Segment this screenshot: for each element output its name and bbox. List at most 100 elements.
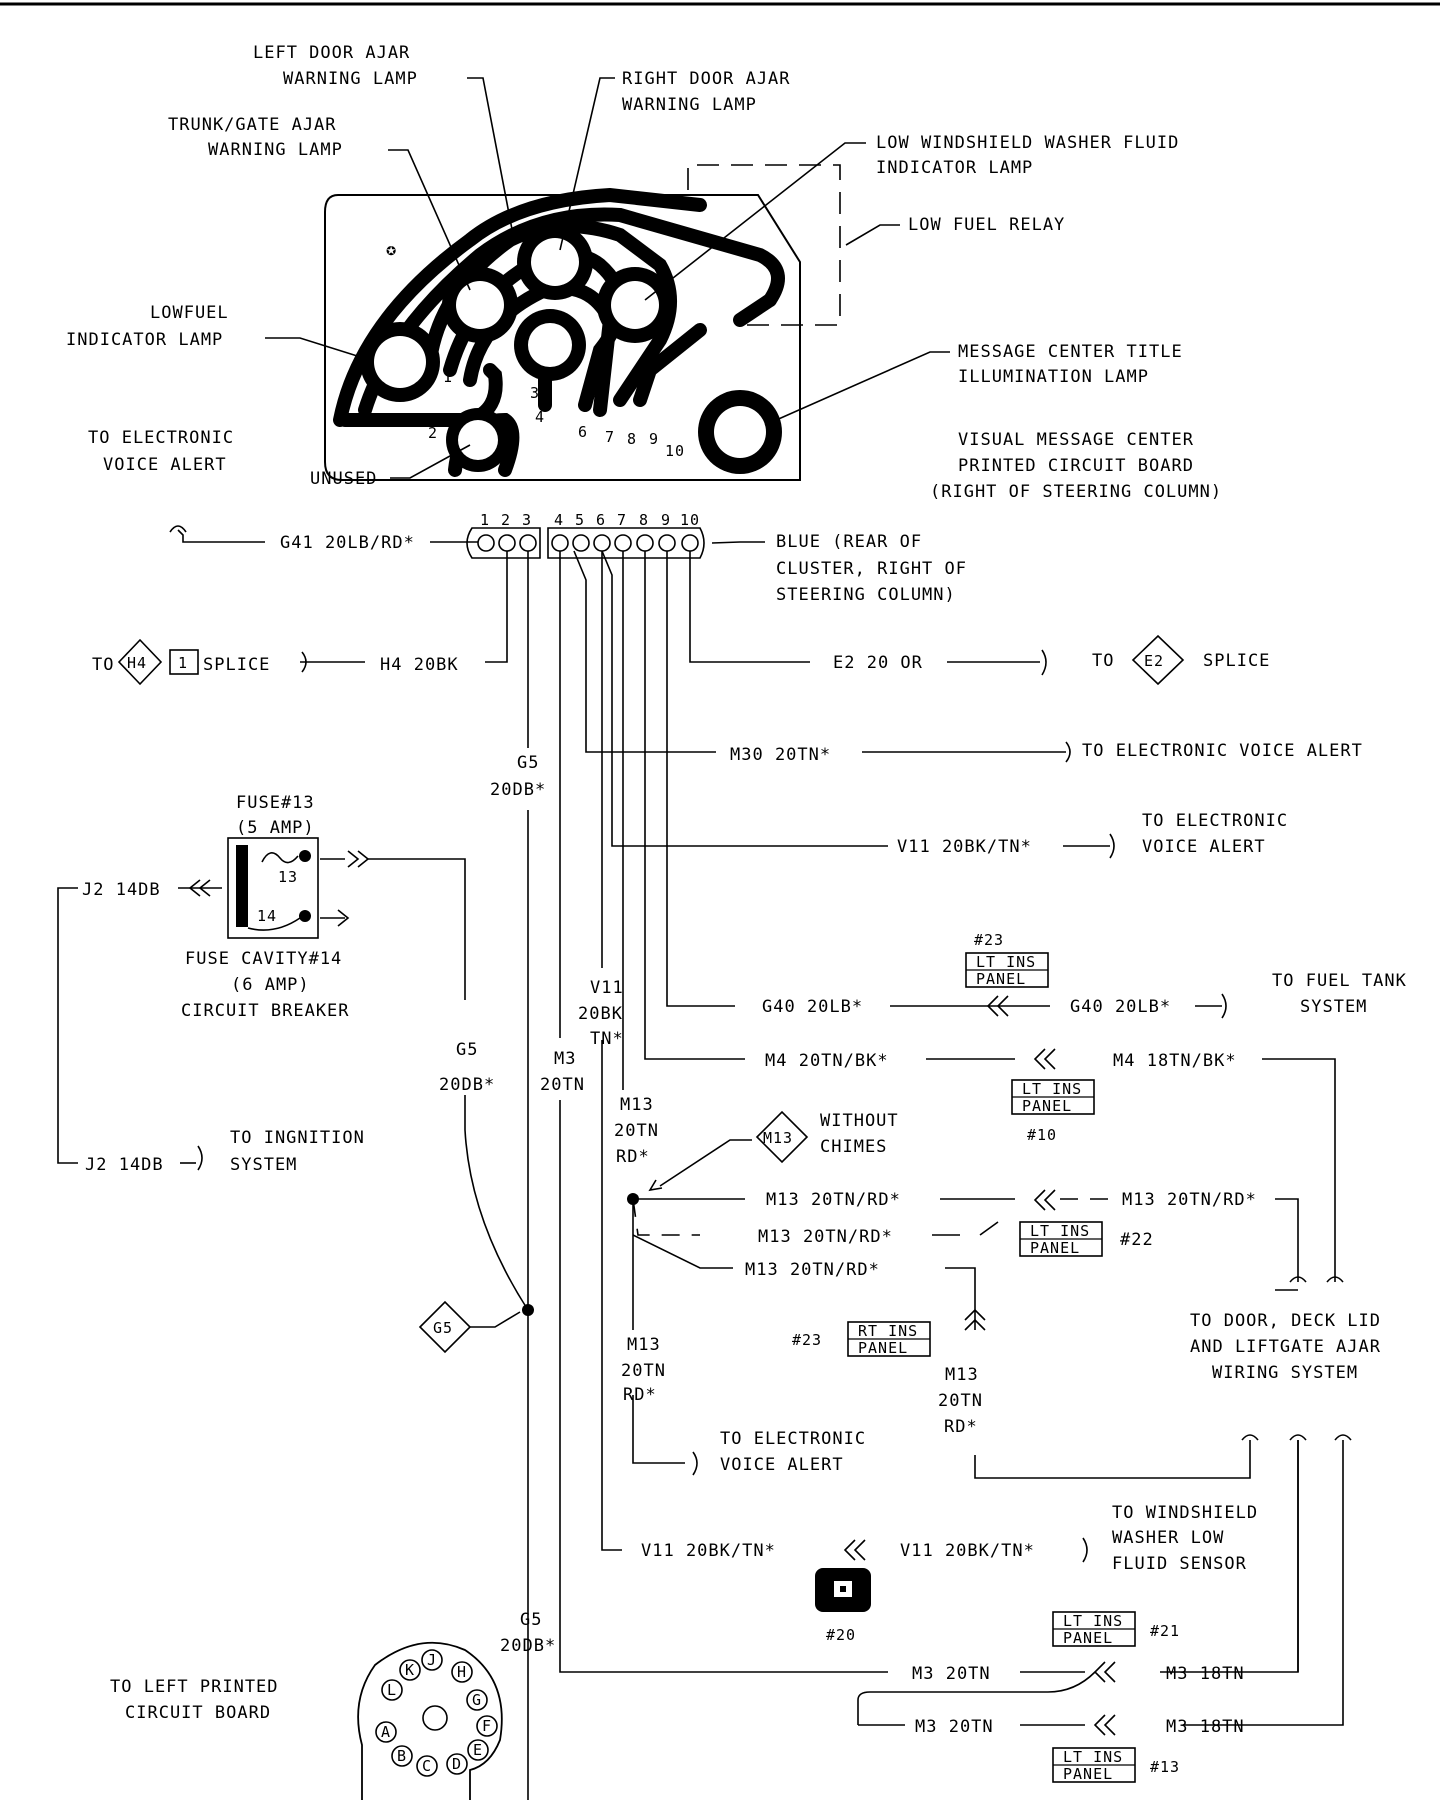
m13-diamond-tag: M13 xyxy=(763,1129,793,1147)
h4-wire xyxy=(485,551,508,663)
h4-splice-box xyxy=(169,649,199,675)
door-wiring-breaks xyxy=(1241,1276,1352,1441)
message-center-label: MESSAGE CENTER TITLE xyxy=(958,342,1183,362)
m13-label-d: M13 20TN/RD* xyxy=(745,1260,880,1280)
panel-boxes: LT INS PANEL LT INS PANEL LT INS PANEL R… xyxy=(815,952,1136,1783)
connector-label-1: BLUE (REAR OF xyxy=(776,532,922,552)
round-pin: D xyxy=(452,1755,462,1773)
g40-label-a: G40 20LB* xyxy=(762,997,863,1017)
panel-label: PANEL xyxy=(858,1339,908,1357)
trunk-gate-leader xyxy=(388,149,471,291)
wire-break-icon xyxy=(301,651,307,673)
pcb-pin-5: 5 xyxy=(598,368,608,386)
g5-diamond-tag: G5 xyxy=(433,1319,453,1337)
connector-pin-2 xyxy=(498,534,516,552)
j2-label-a: J2 14DB xyxy=(82,880,161,900)
g5-diamond-leader xyxy=(470,1311,521,1328)
m13-arrow xyxy=(648,1179,663,1192)
low-fuel-relay-label: LOW FUEL RELAY xyxy=(908,215,1065,235)
fuse-13-label: FUSE#13 xyxy=(236,793,315,813)
panel-label: LT INS xyxy=(1022,1080,1082,1098)
round-pin: E xyxy=(473,1741,483,1759)
m3-vertical-right-2 xyxy=(1183,1440,1344,1726)
wire-break-icon xyxy=(1289,1434,1307,1441)
lamp-socket-lowfuel xyxy=(360,322,440,402)
wire-break-icon xyxy=(1065,741,1071,763)
g40-dest-label-2: SYSTEM xyxy=(1300,997,1367,1017)
wire-break-icon xyxy=(1326,1276,1344,1283)
e2-splice-label: SPLICE xyxy=(1203,651,1270,671)
h4-label: H4 20BK xyxy=(380,655,459,675)
m4-wire xyxy=(644,551,745,1060)
lamp-socket-right-door xyxy=(514,309,586,381)
v11-wire-vert-bottom xyxy=(601,1040,622,1551)
wire-break-icon xyxy=(1082,1537,1088,1563)
e2-label: E2 20 OR xyxy=(833,653,923,673)
j2-label-b: J2 14DB xyxy=(85,1155,164,1175)
washer-sensor-label: TO WINDSHIELD xyxy=(1112,1503,1258,1523)
m13-label-a: M13 20TN/RD* xyxy=(766,1190,901,1210)
wire-break-icon xyxy=(1109,833,1115,859)
g5-left-wire xyxy=(368,858,466,1000)
h4-diamond xyxy=(117,638,163,686)
right-door-label: RIGHT DOOR AJAR xyxy=(622,69,791,89)
fuse-14-label: FUSE CAVITY#14 xyxy=(185,949,342,969)
pcb-pin-7: 7 xyxy=(605,428,615,446)
m13-branch-b xyxy=(632,1198,700,1236)
m13-lower-label: M13 xyxy=(627,1335,661,1355)
round-connector-outline xyxy=(357,1641,503,1800)
fuse-13-element xyxy=(261,852,299,864)
connector-num-8: 8 xyxy=(639,511,649,529)
m3-wire-bottom-loop xyxy=(857,1671,1096,1725)
m13-lower-label-3: RD* xyxy=(623,1385,657,1405)
rt-ins-panel-23: RT INS PANEL xyxy=(847,1321,931,1357)
pcb-pin-1: 1 xyxy=(443,368,453,386)
h4-tag: H4 xyxy=(127,654,147,672)
wire-labels: G41 20LB/RD* TO SPLICE H4 20BK E2 20 OR … xyxy=(82,530,1406,1776)
m3-inline-connector xyxy=(1093,1661,1116,1683)
m13-branch-c-right xyxy=(945,1267,976,1330)
fuse-13-connector xyxy=(347,850,370,868)
g40-inline-connector xyxy=(986,995,1009,1017)
wire-break-icon xyxy=(1041,649,1047,676)
wire-break-icon xyxy=(1334,1434,1352,1441)
vmc-pcb-label-2: PRINTED CIRCUIT BOARD xyxy=(958,456,1194,476)
left-pcb-label-2: CIRCUIT BOARD xyxy=(125,1703,271,1723)
m3-vert-label-2: 20TN xyxy=(540,1075,585,1095)
connector-20-label: #20 xyxy=(826,1626,856,1644)
panel-label: LT INS xyxy=(1063,1612,1123,1630)
m13-branch-c xyxy=(632,1234,733,1269)
connector-num-5: 5 xyxy=(575,511,585,529)
h4-splice-label: SPLICE xyxy=(203,655,270,675)
m13-label-b: M13 20TN/RD* xyxy=(1122,1190,1257,1210)
panel-label: RT INS xyxy=(858,1322,918,1340)
washer-fluid-leader xyxy=(644,142,866,301)
splices xyxy=(522,1193,1344,1726)
trunk-gate-label: TRUNK/GATE AJAR xyxy=(168,115,337,135)
m13-vert-label-2: 20TN xyxy=(614,1121,659,1141)
connector-23-label: #23 xyxy=(974,931,1004,949)
connector-pin-3 xyxy=(519,534,537,552)
g5-left-wire-2 xyxy=(464,1095,529,1311)
washer-sensor-label-3: FLUID SENSOR xyxy=(1112,1554,1247,1574)
round-pin: J xyxy=(427,1651,437,1669)
connector-pin-6 xyxy=(593,534,611,552)
without-chimes-label-2: CHIMES xyxy=(820,1137,887,1157)
low-fuel-relay-leader xyxy=(845,224,900,246)
wire-break-icon xyxy=(1221,993,1227,1019)
star-icon: ✪ xyxy=(386,240,397,260)
j2-loop xyxy=(57,887,78,1164)
h4-to-label: TO xyxy=(92,655,114,675)
g5-label-c-2: 20DB* xyxy=(500,1636,556,1656)
lamp-socket-washer xyxy=(597,267,673,343)
pcb-pin-8: 8 xyxy=(627,430,637,448)
g40-label-b: G40 20LB* xyxy=(1070,997,1171,1017)
wire-lines xyxy=(169,525,1336,1800)
lamp-socket-unused xyxy=(446,408,510,472)
pcb-pin-9: 9 xyxy=(649,430,659,448)
right-door-label-2: WARNING LAMP xyxy=(622,95,757,115)
v11-inline-connector xyxy=(843,1539,866,1561)
left-door-label: LEFT DOOR AJAR xyxy=(253,43,410,63)
door-deck-label-3: WIRING SYSTEM xyxy=(1212,1363,1358,1383)
m3-label-c: M3 20TN xyxy=(915,1717,994,1737)
